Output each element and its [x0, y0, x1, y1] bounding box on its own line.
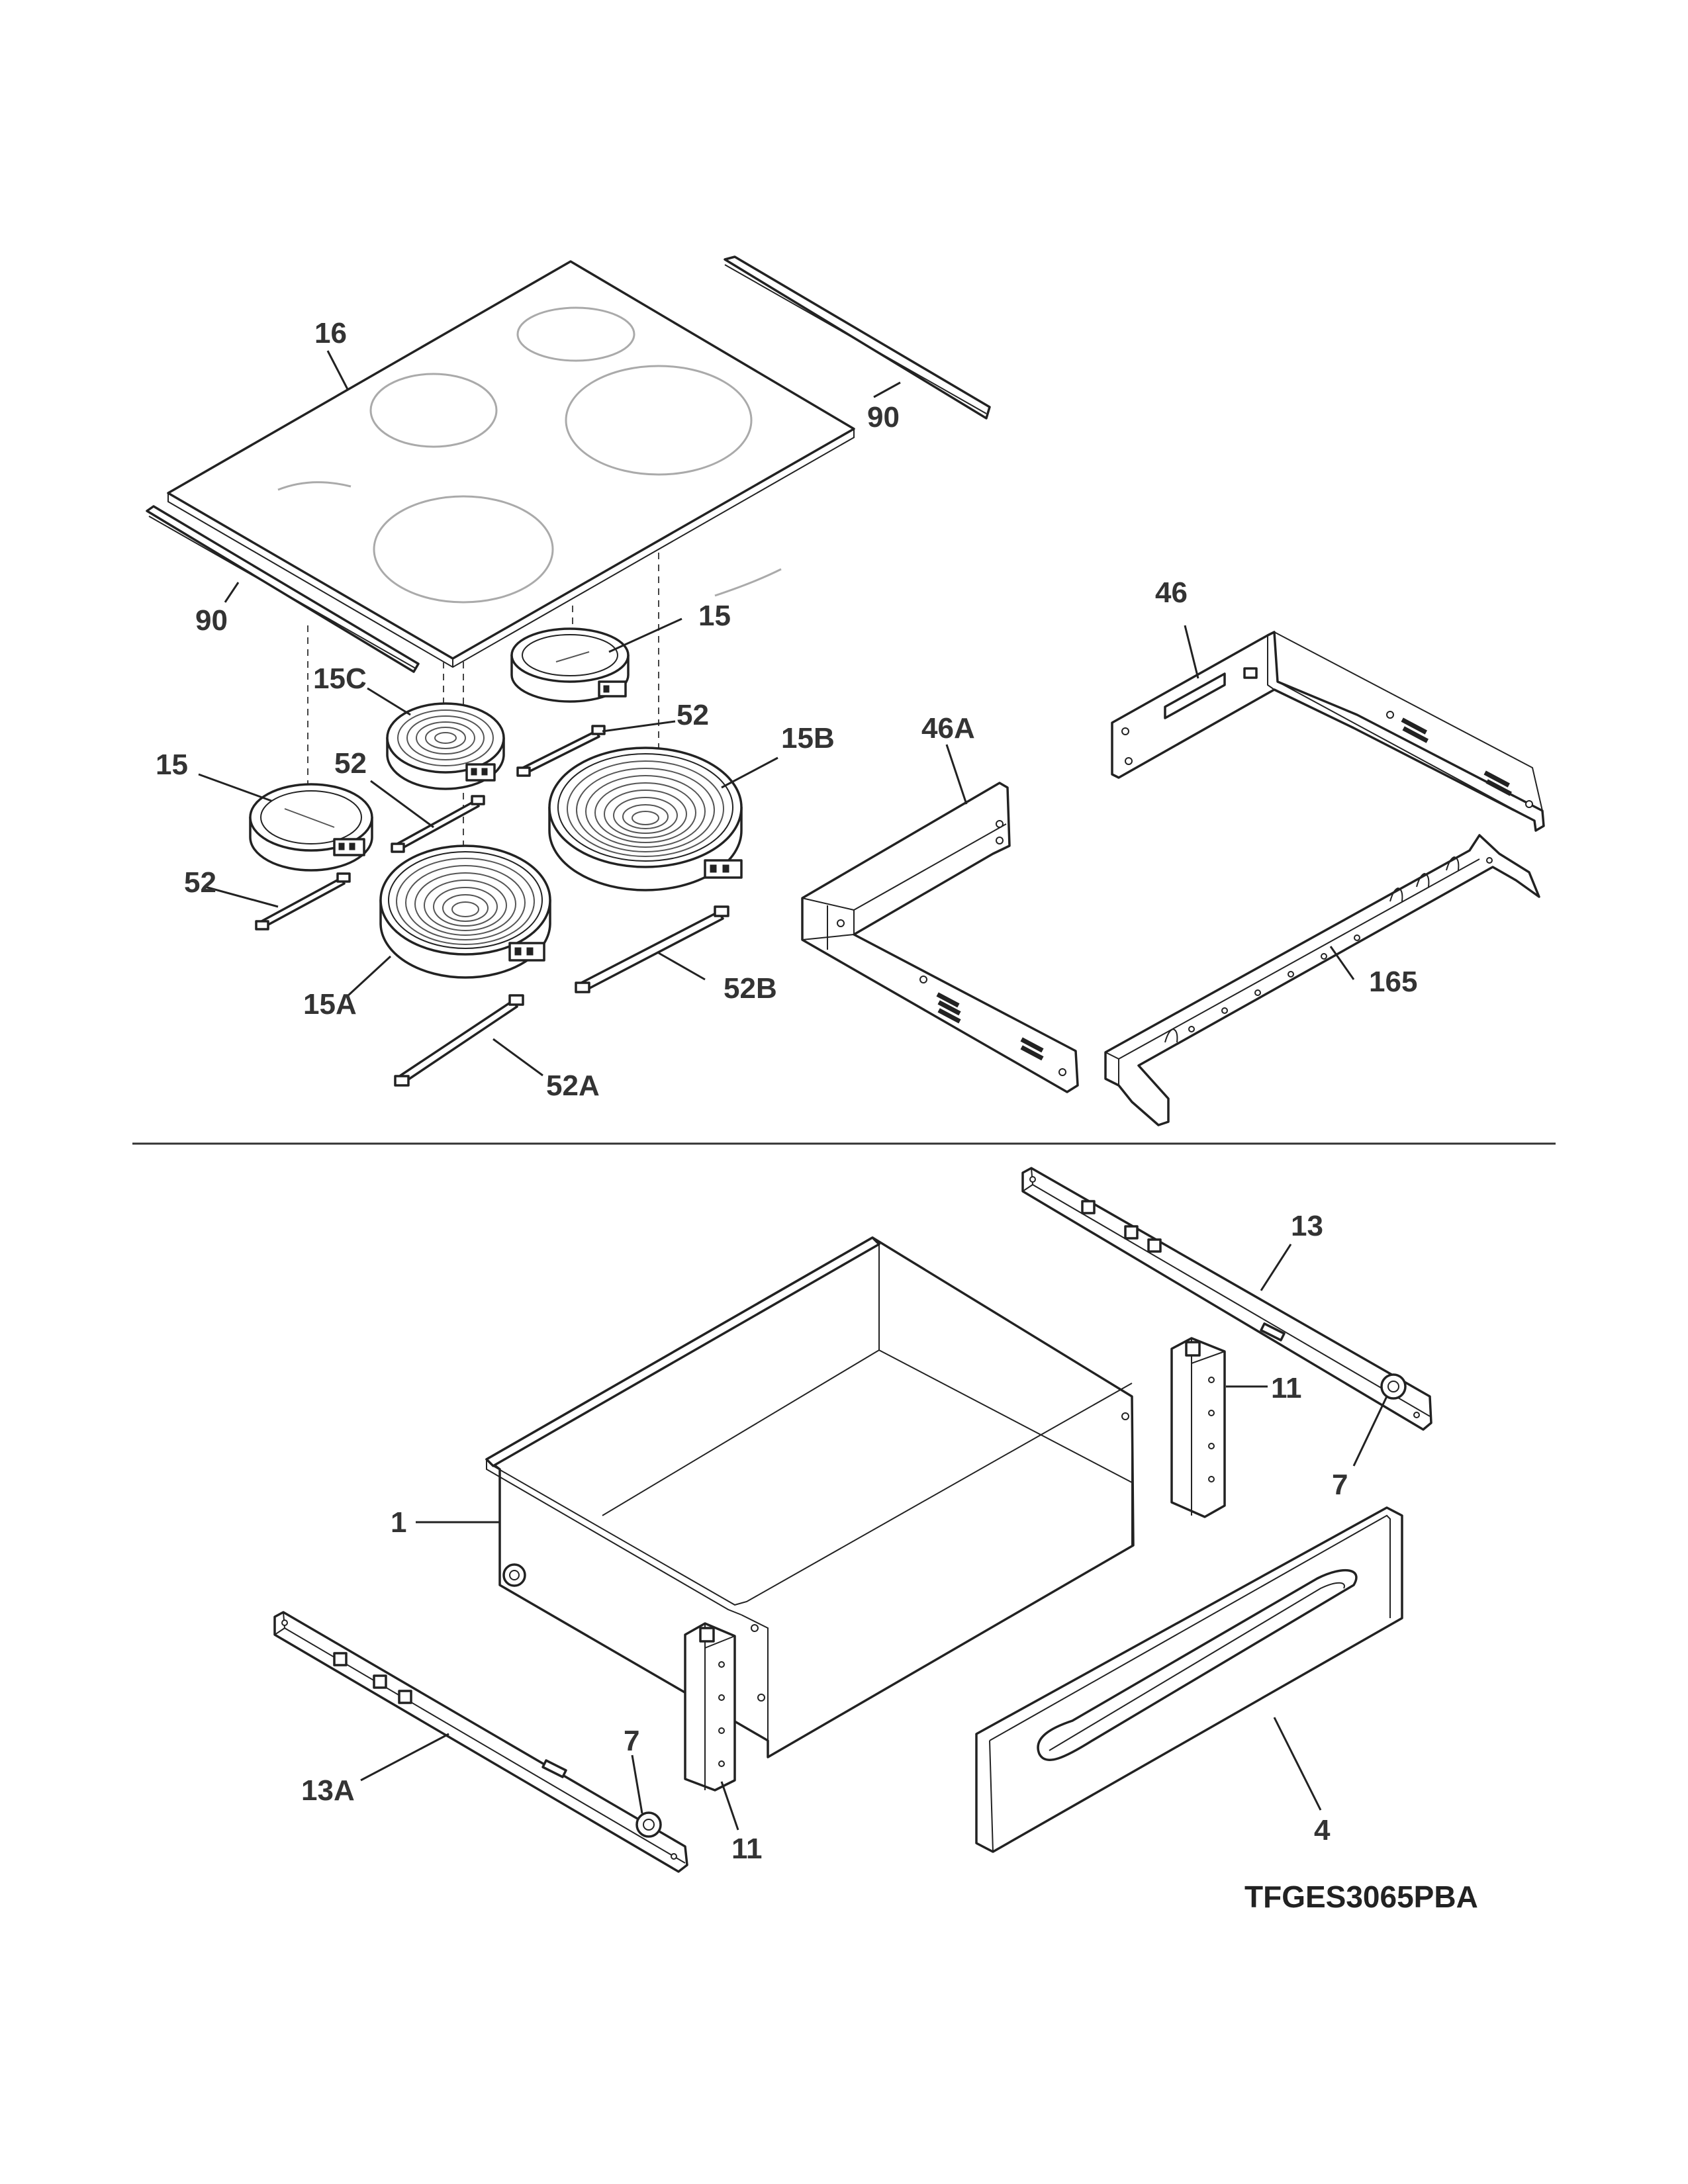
callout-165: 165 — [1369, 966, 1417, 998]
slide-rail-13 — [1021, 1167, 1432, 1431]
radiant-element-15a — [379, 844, 551, 979]
slide-rail-13a — [273, 1611, 688, 1873]
wire-strap-lower — [255, 872, 351, 931]
callout-46: 46 — [1155, 576, 1188, 609]
frame-rail-165 — [1104, 834, 1540, 1126]
wire-strap-52b — [575, 905, 729, 993]
callout-7-right: 7 — [1332, 1469, 1348, 1501]
callout-52-lower: 52 — [184, 866, 216, 899]
slide-bracket-left — [684, 1622, 736, 1792]
callout-15-left: 15 — [156, 749, 188, 781]
trim-strip-left — [146, 505, 420, 673]
callout-52-middle: 52 — [334, 747, 367, 780]
callout-90-right: 90 — [867, 401, 900, 433]
radiant-element-15b — [548, 747, 743, 891]
callout-16: 16 — [314, 317, 347, 349]
glass-cooktop — [167, 260, 855, 668]
callout-90-left: 90 — [195, 604, 228, 637]
callout-4: 4 — [1314, 1814, 1331, 1846]
callout-15a: 15A — [303, 988, 357, 1021]
callout-13: 13 — [1291, 1210, 1323, 1242]
slide-bracket-right — [1170, 1337, 1226, 1518]
callout-11-right: 11 — [1271, 1372, 1302, 1404]
radiant-element-left — [249, 783, 373, 872]
wire-strap-middle — [391, 795, 485, 853]
callout-15c: 15C — [313, 662, 367, 695]
drawer-body — [485, 1236, 1135, 1758]
leader-lines — [198, 350, 1388, 1831]
radiant-element-top — [510, 627, 630, 703]
callout-1: 1 — [391, 1506, 406, 1539]
callout-52a: 52A — [546, 1069, 600, 1102]
drawer-front — [975, 1506, 1403, 1853]
wire-strap-52a — [394, 994, 524, 1087]
callout-15-top: 15 — [698, 600, 731, 632]
callout-13a: 13A — [301, 1774, 355, 1807]
frame-bracket-46a — [801, 782, 1079, 1093]
radiant-element-15c — [386, 702, 505, 790]
callout-52-upper: 52 — [677, 699, 709, 731]
frame-bracket-46 — [1111, 631, 1545, 832]
callout-52b: 52B — [724, 972, 777, 1005]
callout-7-left: 7 — [624, 1725, 639, 1757]
callout-46a: 46A — [921, 712, 975, 745]
model-number: TFGES3065PBA — [1244, 1880, 1478, 1914]
wire-strap-upper — [516, 725, 606, 777]
callout-11-left: 11 — [731, 1833, 763, 1865]
trim-strip-right — [724, 255, 991, 420]
callout-15b: 15B — [781, 722, 835, 754]
